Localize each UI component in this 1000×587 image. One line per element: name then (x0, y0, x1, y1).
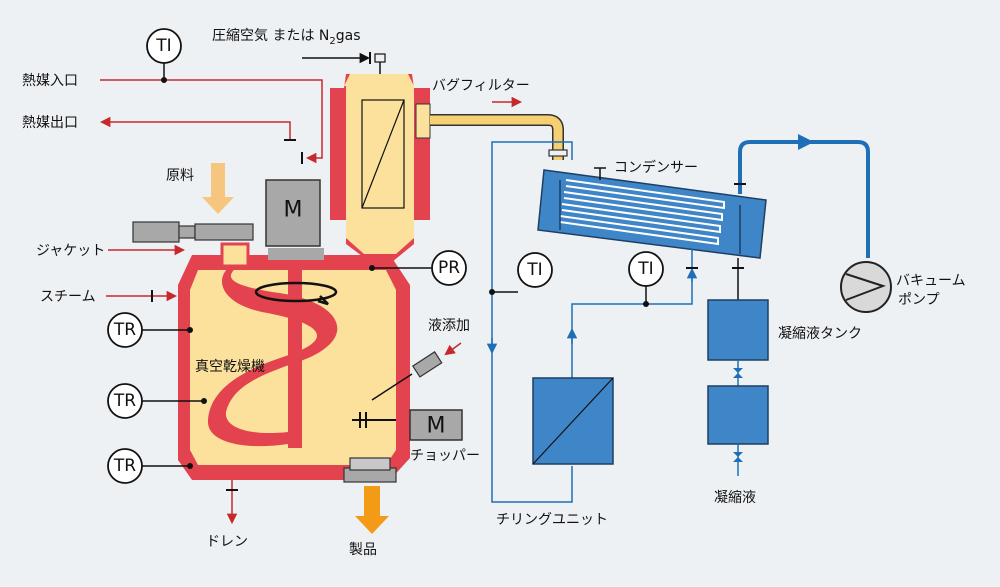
liquid-nozzle (371, 351, 443, 401)
condenser (537, 169, 767, 259)
svg-text:TR: TR (113, 456, 136, 476)
svg-text:TI: TI (637, 259, 653, 279)
main-motor: M (265, 179, 321, 247)
instrument-tr-2: TR (107, 383, 207, 419)
svg-text:TR: TR (113, 391, 136, 411)
heat-medium-lines (99, 79, 523, 525)
bag-filter (330, 53, 430, 262)
steam-label: スチーム (40, 289, 96, 305)
svg-text:PR: PR (438, 258, 460, 278)
vapor-line (415, 103, 568, 160)
main-motor-label: M (284, 198, 303, 223)
jacket-label: ジャケット (36, 243, 105, 259)
condensate-tanks (707, 258, 769, 476)
instrument-pr: PR (369, 250, 467, 286)
compressed-air-label: 圧縮空気 または N2gas (212, 28, 361, 47)
product-label: 製品 (349, 542, 377, 558)
svg-text:TI: TI (155, 36, 171, 56)
feed-valve (132, 221, 254, 243)
condenser-label: コンデンサー (614, 159, 698, 176)
svg-text:TI: TI (526, 260, 542, 280)
bag-filter-label: バグフィルター (432, 78, 530, 94)
instrument-tr-1: TR (107, 312, 193, 348)
vacuum-pump-label-2: ポンプ (898, 292, 940, 308)
svg-text:TR: TR (113, 320, 136, 340)
condensate-tank-label: 凝縮液タンク (778, 326, 862, 342)
instrument-ti-cond: TI (628, 251, 664, 287)
chopper: M (352, 409, 463, 441)
instrument-ti-chill: TI (517, 252, 553, 288)
condensate-label: 凝縮液 (714, 490, 756, 506)
raw-material-label: 原料 (166, 168, 194, 184)
chopper-motor-label: M (427, 414, 446, 439)
heat-out-label: 熱媒出口 (22, 115, 78, 131)
instrument-tr-3: TR (107, 448, 193, 484)
chilling-unit (532, 377, 614, 465)
vacuum-line (734, 134, 870, 258)
vacuum-pump (840, 261, 892, 313)
dryer-label: 真空乾燥機 (195, 359, 265, 375)
chopper-label: チョッパー (410, 448, 480, 464)
vacuum-dryer (178, 242, 410, 480)
feed-arrow (202, 163, 234, 214)
drain-label: ドレン (206, 534, 248, 550)
vacuum-pump-label-1: バキューム (896, 273, 966, 289)
instrument-ti-heat: TI (146, 28, 182, 64)
chilling-unit-label: チリングユニット (496, 512, 608, 528)
product-discharge (343, 457, 397, 534)
heat-in-label: 熱媒入口 (22, 73, 78, 89)
liquid-add-label: 液添加 (428, 318, 470, 334)
